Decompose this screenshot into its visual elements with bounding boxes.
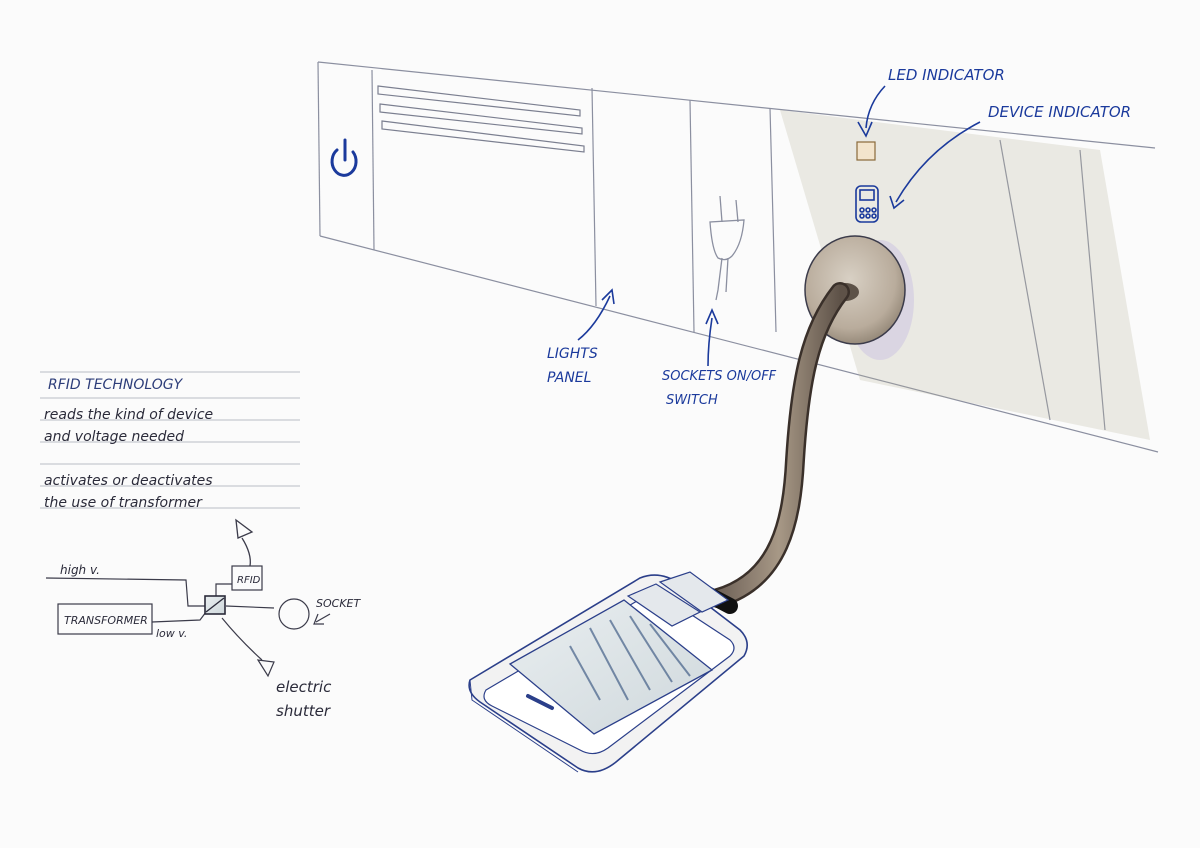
led-indicator-label: LED INDICATOR: [888, 66, 1005, 84]
annotation-arrows: [577, 85, 981, 367]
electric-shutter-label-line2: shutter: [276, 702, 331, 720]
notes-ruled-lines: [40, 371, 300, 509]
wall-shading: [780, 110, 1150, 440]
high-voltage-label: high v.: [60, 563, 100, 577]
notes-line-1: reads the kind of device: [44, 407, 213, 423]
wall-panel: [317, 61, 1159, 453]
transformer-box: [57, 603, 153, 635]
sockets-switch-label-line2: SWITCH: [666, 393, 718, 408]
notes-line-4: the use of transformer: [44, 495, 203, 511]
device-indicator-label: DEVICE INDICATOR: [988, 103, 1131, 121]
circuit-wires: [45, 577, 275, 678]
power-icon: [330, 138, 358, 177]
lights-panel-vents: [377, 85, 585, 153]
lights-panel-label-line1: LIGHTS: [547, 346, 598, 362]
plug-icon: [709, 195, 745, 301]
transformer-label: TRANSFORMER: [64, 614, 148, 627]
device-indicator-icon: [855, 185, 879, 223]
sockets-switch-label-line1: SOCKETS ON/OFF: [662, 369, 777, 384]
low-voltage-label: low v.: [156, 627, 187, 640]
socket-arrow: [313, 613, 331, 625]
notes-line-2: and voltage needed: [44, 429, 184, 445]
lights-panel-label-line2: PANEL: [547, 370, 591, 386]
led-indicator: [856, 141, 876, 161]
notes-line-3: activates or deactivates: [44, 473, 213, 489]
electric-shutter-label-line1: electric: [276, 678, 332, 696]
notes-heading: RFID TECHNOLOGY: [48, 377, 184, 393]
mobile-phone: [468, 571, 748, 773]
rfid-arrow: [235, 518, 254, 567]
rfid-label: RFID: [237, 575, 261, 586]
socket-circle: [278, 598, 310, 630]
socket-label: SOCKET: [316, 597, 361, 610]
rfid-box: [231, 565, 263, 591]
